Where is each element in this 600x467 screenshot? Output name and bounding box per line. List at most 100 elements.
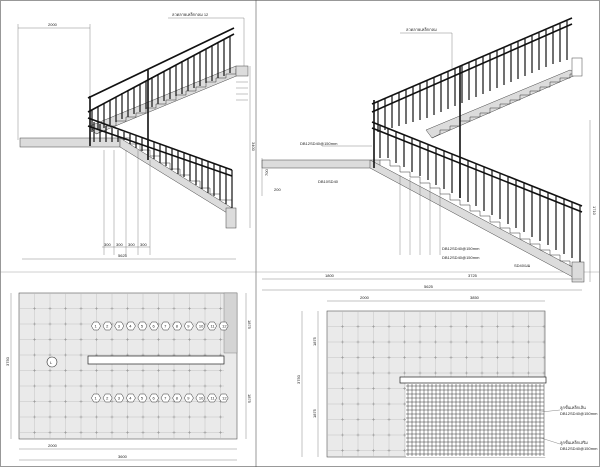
upper-handrail-top bbox=[87, 27, 235, 99]
callout-tl: ลวดลายเหล็กกลม 12 bbox=[172, 11, 209, 17]
label-tr-2: DB10SD40 bbox=[318, 179, 339, 184]
dim-bottom-a: 1800 bbox=[325, 273, 335, 278]
step-marker-top-0 bbox=[91, 321, 101, 331]
step-marker-label: 4 bbox=[129, 395, 132, 400]
step-marker-label: 1 bbox=[95, 395, 98, 400]
plan-wall bbox=[87, 355, 225, 365]
upper-handrail-r bbox=[371, 23, 573, 113]
step-marker-top-4 bbox=[137, 321, 148, 331]
step-marker-label: 4 bbox=[129, 323, 132, 328]
projection-lines bbox=[103, 150, 151, 255]
lower-steps-r bbox=[380, 159, 582, 267]
callout-tr: ลวดลายเหล็กกลม bbox=[406, 26, 437, 32]
landing-marker-label: L bbox=[50, 360, 53, 365]
step-marker-top-6 bbox=[160, 321, 171, 331]
label-tr-5: SD40/มม bbox=[514, 263, 531, 268]
section-right: DB12SD40@150mm DB10SD40 DB12SD40@150mm D… bbox=[261, 17, 597, 291]
step-marker-label: 5 bbox=[141, 395, 144, 400]
lower-handrail-top-r bbox=[371, 121, 583, 207]
step-marker-label: 3 bbox=[118, 395, 121, 400]
upper-steps-r bbox=[431, 73, 578, 139]
dim-bl-bottom-b: 3600 bbox=[118, 454, 128, 459]
step-marker-bottom-2 bbox=[114, 393, 125, 403]
step-marker-label: 12 bbox=[222, 395, 227, 400]
step-marker-top-7 bbox=[172, 321, 183, 331]
step-marker-top-8 bbox=[183, 321, 194, 331]
dim-bl-right-top: 1875 bbox=[247, 320, 252, 330]
legend-3: ลูกขั้นเหล็กเสริม bbox=[560, 438, 588, 446]
dim-small-4: 300 bbox=[140, 242, 147, 247]
dim-br-top-a: 2000 bbox=[360, 295, 370, 300]
lower-steps bbox=[120, 137, 232, 201]
step-marker-top-1 bbox=[102, 321, 113, 331]
step-marker-label: 9 bbox=[187, 395, 190, 400]
projection-lines-r bbox=[399, 175, 441, 255]
legend-4: DB12SD40@150mm bbox=[560, 446, 598, 451]
elevation-left: 2000 3400 5625 300 300 300 300 ลวดลายเหล… bbox=[17, 11, 256, 260]
step-marker-label: 2 bbox=[106, 395, 109, 400]
landing-slab-r bbox=[261, 159, 381, 169]
step-marker-bottom-7 bbox=[172, 393, 183, 403]
lower-balusters bbox=[93, 122, 233, 208]
step-marker-top-11 bbox=[218, 321, 229, 331]
label-tr-3: DB12SD40@150mm bbox=[442, 246, 480, 251]
step-marker-label: 8 bbox=[176, 395, 179, 400]
step-marker-top-10 bbox=[207, 321, 217, 331]
label-tr-4: DB12SD40@150mm bbox=[442, 255, 480, 260]
dim-br-left-total: 3750 bbox=[296, 374, 301, 384]
step-marker-bottom-11 bbox=[218, 393, 229, 403]
step-marker-label: 11 bbox=[211, 395, 216, 400]
dim-bottom-total: 5625 bbox=[118, 253, 128, 258]
plan-right: 2000 3850 3750 1875 1875 ลูกขั้นเหล็กเส้… bbox=[296, 295, 598, 458]
upper-balusters-r bbox=[377, 21, 568, 132]
step-marker-label: 9 bbox=[187, 323, 190, 328]
step-marker-bottom-10 bbox=[207, 393, 217, 403]
landing-marker bbox=[46, 356, 58, 368]
upper-handrail bbox=[87, 33, 235, 113]
step-marker-label: 6 bbox=[153, 395, 156, 400]
step-marker-bottom-8 bbox=[183, 393, 194, 403]
step-marker-label: 2 bbox=[106, 323, 109, 328]
step-marker-bottom-5 bbox=[149, 393, 159, 403]
top-beam bbox=[235, 65, 249, 77]
dim-bl-left: 3750 bbox=[5, 356, 10, 366]
dim-small-1: 300 bbox=[104, 242, 111, 247]
step-marker-label: 8 bbox=[176, 323, 179, 328]
dim-right-height: 3400 bbox=[251, 142, 256, 152]
legend-2: DB12SD40@150mm bbox=[560, 411, 598, 416]
lower-handrail-r bbox=[371, 127, 583, 213]
step-marker-bottom-6 bbox=[160, 393, 171, 403]
step-marker-bottom-1 bbox=[102, 393, 113, 403]
step-marker-bottom-0 bbox=[91, 393, 101, 403]
landing-slab bbox=[19, 137, 121, 148]
step-marker-top-3 bbox=[125, 321, 136, 331]
dim-bl-bottom-a: 2000 bbox=[48, 443, 58, 448]
dim-bottom-total-r: 5625 bbox=[424, 284, 434, 289]
step-marker-bottom-9 bbox=[195, 393, 206, 403]
step-marker-label: 3 bbox=[118, 323, 121, 328]
dim-left-small: 200 bbox=[274, 187, 281, 192]
step-marker-label: 10 bbox=[199, 323, 204, 328]
rebar-mesh bbox=[406, 384, 545, 456]
dim-br-top-b: 3850 bbox=[470, 295, 480, 300]
step-marker-label: 5 bbox=[141, 323, 144, 328]
step-marker-bottom-3 bbox=[125, 393, 136, 403]
level-ticks bbox=[236, 81, 248, 101]
dim-right-height-r: 1710 bbox=[592, 206, 597, 216]
lower-balusters-r bbox=[379, 126, 581, 262]
plan-outline bbox=[18, 292, 238, 440]
step-marker-label: 12 bbox=[222, 323, 227, 328]
step-marker-top-2 bbox=[114, 321, 125, 331]
dim-left-height: 700 bbox=[264, 169, 269, 176]
upper-balusters bbox=[91, 36, 231, 132]
step-marker-top-9 bbox=[195, 321, 206, 331]
step-marker-label: 7 bbox=[164, 395, 167, 400]
dim-top-left: 2000 bbox=[48, 22, 58, 27]
footing-r bbox=[571, 261, 585, 283]
footing bbox=[225, 207, 237, 229]
dim-small-2: 300 bbox=[116, 242, 123, 247]
dim-br-left-bottom: 1875 bbox=[312, 408, 317, 418]
